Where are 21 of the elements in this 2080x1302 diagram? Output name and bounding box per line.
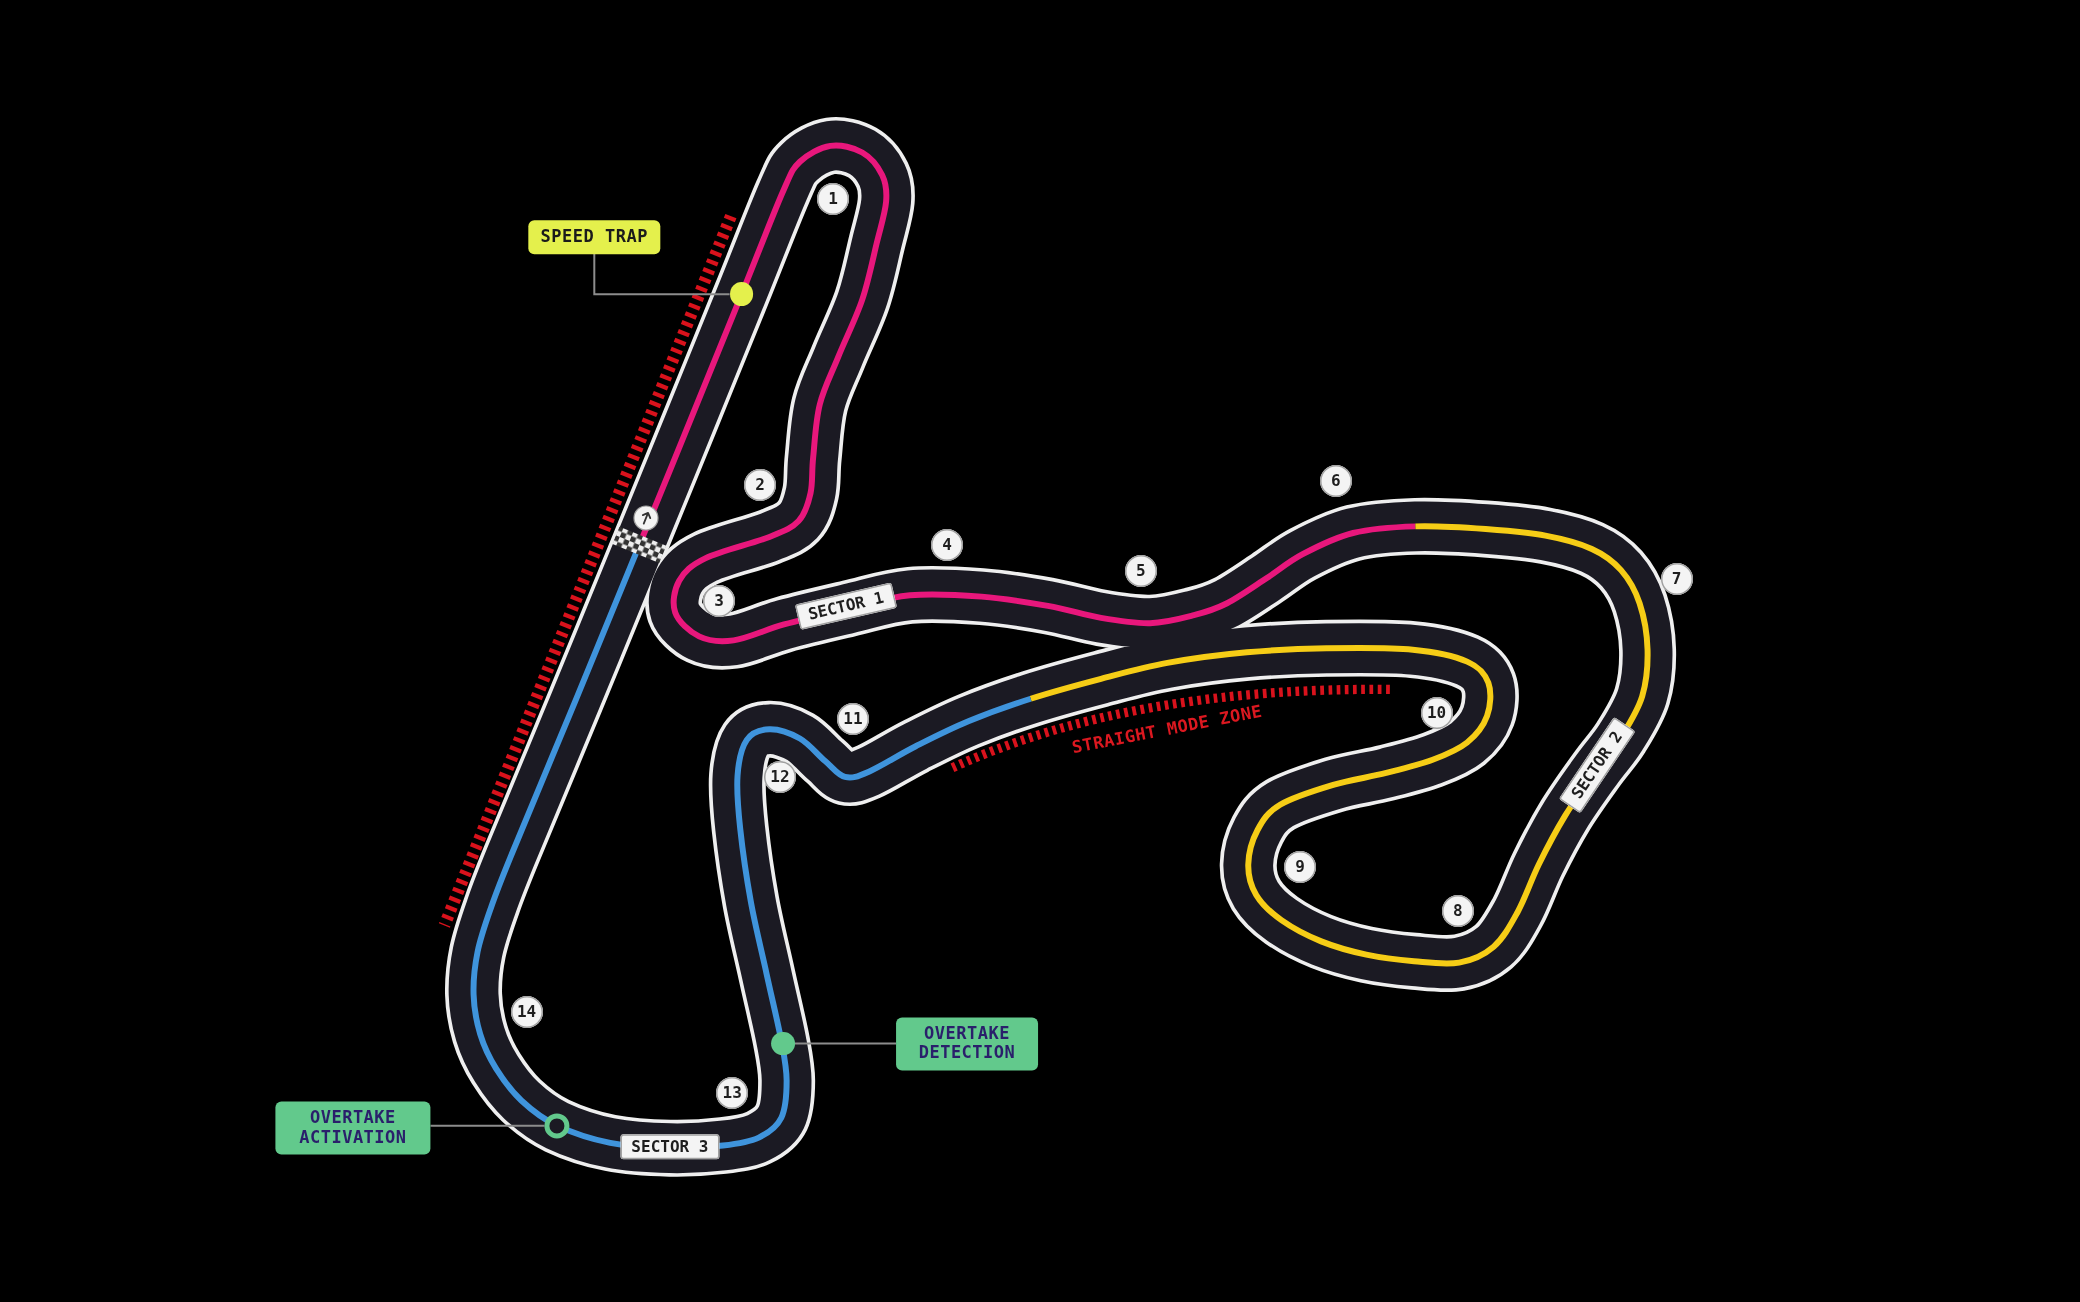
turn-number-badge: 13 (716, 1076, 749, 1109)
turn-number-badge: 2 (744, 469, 777, 502)
turn-number-badge: 4 (931, 528, 964, 561)
leader-line (429, 1124, 546, 1127)
leader-line (593, 253, 731, 296)
zone-label: STRAIGHT MODE ZONE (1070, 700, 1265, 758)
callout-tag: OVERTAKE ACTIVATION (275, 1101, 431, 1155)
turn-number-badge: 9 (1284, 851, 1316, 884)
turn-number-badge: 11 (837, 702, 869, 735)
turn-number-badge: 1 (817, 182, 850, 215)
sector-tag: SECTOR 3 (620, 1134, 720, 1160)
turn-number-badge: 14 (510, 995, 543, 1028)
turn-number-badge: 5 (1124, 555, 1157, 588)
callout-tag: OVERTAKE DETECTION (896, 1016, 1038, 1071)
leader-line (793, 1042, 898, 1045)
turn-number-badge: 8 (1441, 894, 1474, 927)
turn-number-badge: 7 (1660, 563, 1693, 596)
turn-number-badge: 12 (764, 761, 796, 793)
turn-number-badge: 10 (1420, 697, 1453, 730)
callout-tag: SPEED TRAP (528, 220, 660, 255)
turn-number-badge: 6 (1319, 465, 1352, 498)
